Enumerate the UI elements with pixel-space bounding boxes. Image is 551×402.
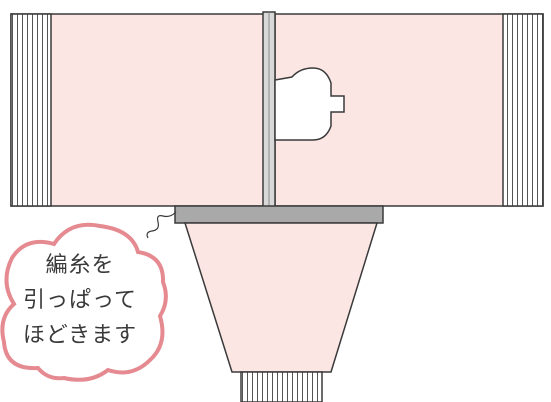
left-body-panel (10, 13, 267, 207)
left-cuff-ribbing (10, 13, 52, 207)
bind-strip (174, 205, 384, 224)
lower-body-piece (183, 222, 379, 373)
speech-bubble (0, 222, 168, 382)
bubble-line-2: 引っぱって (23, 288, 137, 313)
front-band (262, 11, 276, 209)
right-cuff-ribbing (502, 13, 544, 207)
yarn-squiggle (146, 211, 177, 239)
bottom-ribbing (240, 371, 323, 402)
bubble-text: 編糸を 引っぱって ほどきます (0, 248, 160, 353)
bubble-line-1: 編糸を (45, 253, 115, 278)
neck-opening-shape (274, 67, 345, 141)
bubble-line-3: ほどきます (22, 323, 138, 348)
